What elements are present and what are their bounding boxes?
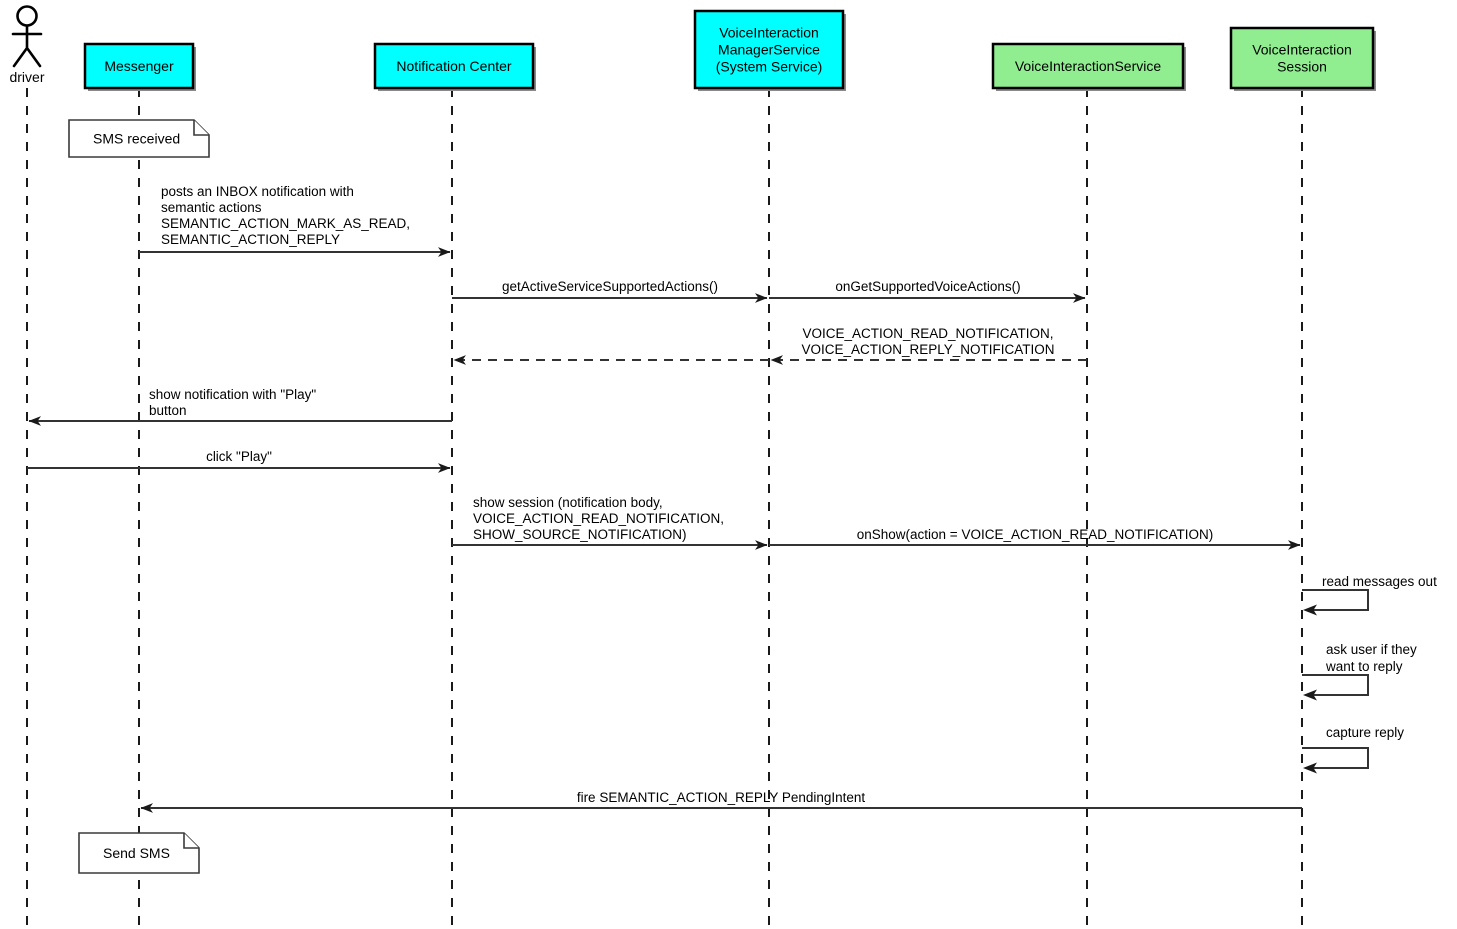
participant-label: VoiceInteraction	[1252, 42, 1352, 58]
note-text: SMS received	[93, 131, 180, 147]
note-send-sms: Send SMS	[78, 832, 200, 874]
msg-show-session[interactable]: show session (notification body,VOICE_AC…	[452, 495, 768, 550]
message-label: SEMANTIC_ACTION_REPLY	[161, 232, 340, 247]
message-label: SEMANTIC_ACTION_MARK_AS_READ,	[161, 216, 410, 231]
self-message-arrow	[1302, 674, 1369, 696]
note-text: Send SMS	[103, 845, 170, 861]
msg-post-inbox-notification[interactable]: posts an INBOX notification withsemantic…	[139, 184, 451, 257]
actor-group: driver	[9, 5, 45, 85]
actor-head-icon	[16, 5, 38, 27]
msg-click-play[interactable]: click "Play"	[27, 449, 451, 473]
participant-label: VoiceInteractionService	[1015, 58, 1162, 74]
participant-label: Session	[1277, 59, 1327, 75]
message-label: posts an INBOX notification with	[161, 184, 354, 199]
message-label: VOICE_ACTION_READ_NOTIFICATION,	[473, 511, 724, 526]
participant-boxes-group: Messenger Notification Center VoiceInterac…	[83, 9, 1376, 91]
note-sms-received: SMS received	[68, 119, 210, 158]
self-message-arrowhead	[1303, 689, 1317, 701]
lifelines-group	[26, 88, 1303, 929]
note-shape	[68, 119, 210, 158]
msg-return-voice-actions-to-vims[interactable]: VOICE_ACTION_READ_NOTIFICATION,VOICE_ACT…	[770, 326, 1087, 365]
self-message-arrow	[1302, 589, 1369, 611]
message-label: fire SEMANTIC_ACTION_REPLY PendingIntent	[577, 790, 866, 805]
self-ask-user-if-they-want-to-reply[interactable]: ask user if they want to reply	[1302, 642, 1417, 701]
message-label: button	[149, 403, 187, 418]
actor-label: driver	[9, 69, 44, 85]
message-label: VOICE_ACTION_READ_NOTIFICATION,	[802, 326, 1053, 341]
msg-show-notification-with-play-button[interactable]: show notification with "Play"button	[28, 387, 452, 426]
participant-notification-center[interactable]: Notification Center	[373, 42, 536, 91]
participant-label: Notification Center	[396, 58, 512, 74]
actor-body-icon	[11, 24, 43, 68]
participant-box	[83, 42, 195, 90]
self-messages-group: read messages out ask user if they want to…	[1302, 574, 1437, 774]
self-message-arrowhead	[1303, 762, 1317, 774]
message-label: onGetSupportedVoiceActions()	[835, 279, 1020, 294]
msg-on-show[interactable]: onShow(action = VOICE_ACTION_READ_NOTIFI…	[769, 527, 1301, 550]
messages-group: posts an INBOX notification withsemantic…	[27, 184, 1302, 813]
self-message-label: want to reply	[1325, 659, 1403, 674]
msg-get-active-service-supported-actions[interactable]: getActiveServiceSupportedActions()	[452, 279, 768, 303]
message-label: semantic actions	[161, 200, 262, 215]
message-label: click "Play"	[206, 449, 272, 464]
self-message-label: read messages out	[1322, 574, 1437, 589]
self-message-label: capture reply	[1326, 725, 1404, 740]
participant-label: ManagerService	[718, 42, 820, 58]
participant-box	[991, 42, 1185, 90]
note-fold-corner	[193, 120, 209, 136]
note-fold-corner	[183, 833, 199, 849]
participant-messenger[interactable]: Messenger	[83, 42, 196, 91]
self-message-label: ask user if they	[1326, 642, 1417, 657]
msg-fire-semantic-action-reply-pending-intent[interactable]: fire SEMANTIC_ACTION_REPLY PendingIntent	[140, 790, 1302, 813]
message-label: getActiveServiceSupportedActions()	[502, 279, 718, 294]
participant-label: VoiceInteraction	[719, 25, 819, 41]
message-label: show session (notification body,	[473, 495, 663, 510]
note-shape	[78, 832, 200, 874]
self-message-arrowhead	[1303, 604, 1317, 616]
participant-box	[693, 9, 845, 90]
message-label: SHOW_SOURCE_NOTIFICATION)	[473, 527, 687, 542]
self-read-messages-out[interactable]: read messages out	[1302, 574, 1437, 616]
participant-box	[373, 42, 535, 90]
participant-label: Messenger	[104, 58, 174, 74]
participant-box	[1229, 26, 1375, 90]
message-label: VOICE_ACTION_REPLY_NOTIFICATION	[801, 342, 1054, 357]
participant-label: (System Service)	[716, 59, 823, 75]
self-capture-reply[interactable]: capture reply	[1302, 725, 1404, 774]
participant-voice-interaction-service[interactable]: VoiceInteractionService	[991, 42, 1186, 91]
message-label: onShow(action = VOICE_ACTION_READ_NOTIFI…	[857, 527, 1213, 542]
msg-on-get-supported-voice-actions[interactable]: onGetSupportedVoiceActions()	[769, 279, 1086, 303]
self-message-arrow	[1302, 747, 1369, 769]
message-label: show notification with "Play"	[149, 387, 316, 402]
